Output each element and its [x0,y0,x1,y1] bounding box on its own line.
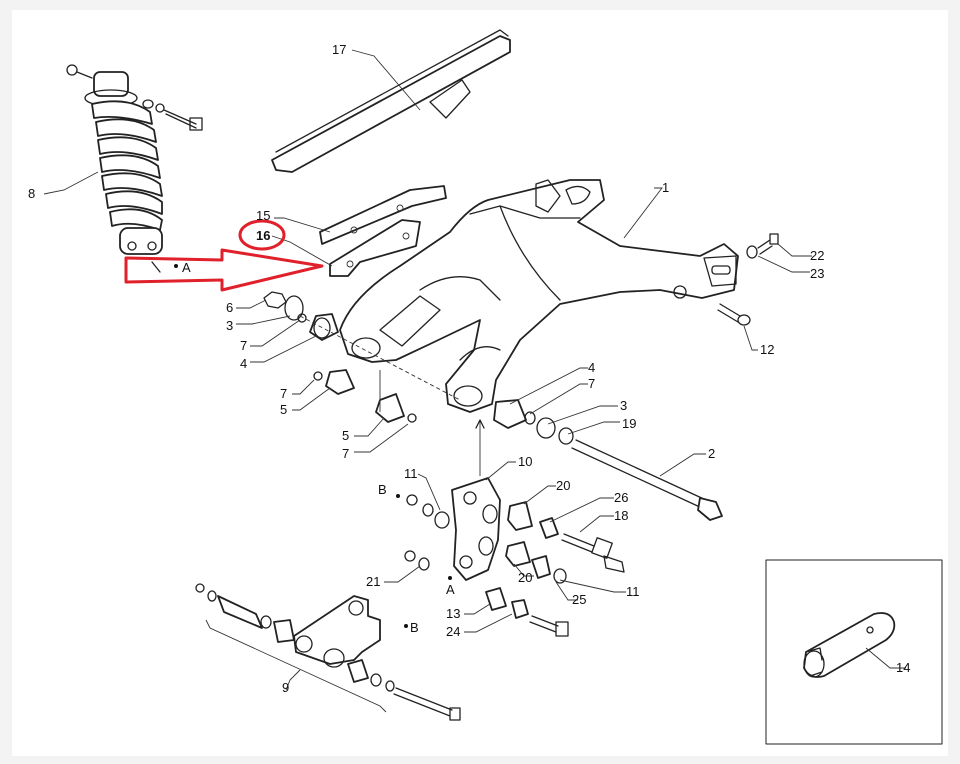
label-9: 9 [282,680,289,695]
highlight-arrow [124,248,324,292]
label-24: 24 [446,624,460,639]
label-3-right: 3 [620,398,627,413]
label-20-bottom: 20 [518,570,532,585]
label-20-top: 20 [556,478,570,493]
exploded-parts-diagram: 17 8 1 15 16 A 22 23 6 3 7 4 12 4 7 7 5 … [28,29,943,745]
label-22: 22 [810,248,824,263]
label-18: 18 [614,508,628,523]
label-25: 25 [572,592,586,607]
label-16: 16 [256,228,270,243]
label-4-left: 4 [240,356,247,371]
axle-part [571,439,723,521]
label-ref-a-2: A [446,582,455,597]
label-23: 23 [810,266,824,281]
leader-lines [43,49,906,691]
label-11-top: 11 [404,466,418,481]
swingarm-part [339,179,739,413]
label-2: 2 [708,446,715,461]
tie-rod-assembly-part [195,583,461,721]
label-26: 26 [614,490,628,505]
part-labels: 17 8 1 15 16 A 22 23 6 3 7 4 12 4 7 7 5 … [28,42,910,695]
highlight-circle [238,219,286,251]
label-7-mid: 7 [280,386,287,401]
label-6: 6 [226,300,233,315]
label-21: 21 [366,574,380,589]
tool-14-part [803,612,896,678]
diagram-sheet: 17 8 1 15 16 A 22 23 6 3 7 4 12 4 7 7 5 … [12,10,948,756]
label-10: 10 [518,454,532,469]
linkage-rocker-part [451,419,501,581]
label-17: 17 [332,42,346,57]
label-15: 15 [256,208,270,223]
left-pivot-hardware [263,291,461,423]
label-7-left-top: 7 [240,338,247,353]
bolt-22-23-part [746,233,779,259]
shock-absorber-part [66,64,203,273]
label-ref-b-2: B [410,620,419,635]
label-5-lower: 5 [342,428,349,443]
label-8: 8 [28,186,35,201]
right-pivot-hardware [493,399,574,445]
label-3-left: 3 [226,318,233,333]
plate-15-part [319,185,447,245]
inset-box [765,559,943,745]
linkage-hardware [404,494,625,637]
chain-guard-part [271,29,511,173]
label-11-bottom: 11 [626,584,640,599]
label-12: 12 [760,342,774,357]
label-1: 1 [662,180,669,195]
label-ref-a-1: A [182,260,191,275]
label-7-lower: 7 [342,446,349,461]
label-7-right: 7 [588,376,595,391]
label-14: 14 [896,660,910,675]
label-4-right: 4 [588,360,595,375]
label-13: 13 [446,606,460,621]
bolt-12-part [717,303,751,326]
label-5-left: 5 [280,402,287,417]
label-ref-b-1: B [378,482,387,497]
label-19: 19 [622,416,636,431]
plate-16-part [329,219,421,277]
